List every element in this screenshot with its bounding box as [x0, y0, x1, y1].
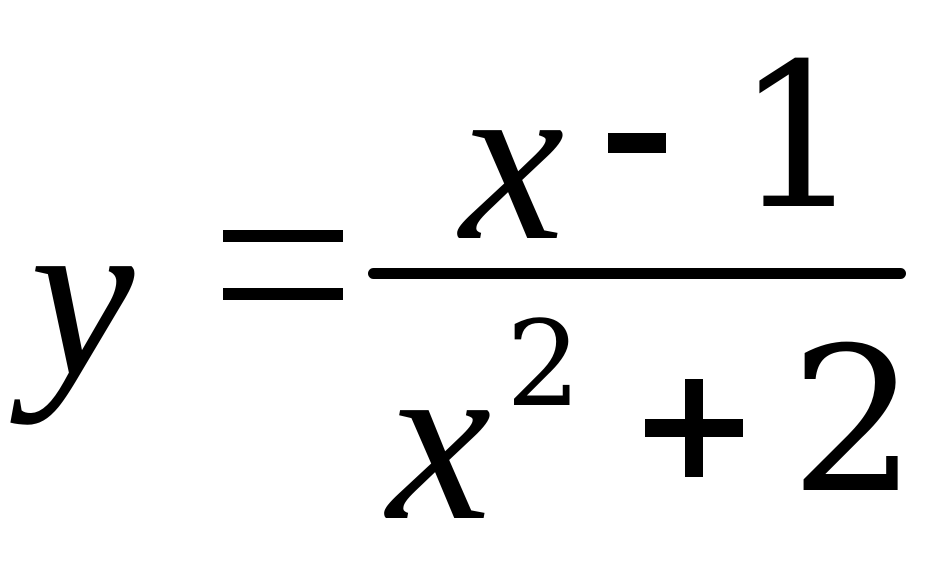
- equals-sign: [223, 230, 343, 300]
- denominator-variable-x: x: [387, 309, 492, 569]
- fraction-bar: [368, 268, 906, 279]
- numerator-variable-x: x: [460, 29, 565, 289]
- numerator-constant: 1: [735, 21, 863, 254]
- equals-bottom-bar: [223, 288, 343, 300]
- denominator-exponent: 2: [506, 295, 582, 433]
- plus-vertical-stroke: [685, 379, 703, 477]
- numerator-minus-sign: [608, 133, 666, 153]
- equals-top-bar: [223, 230, 343, 242]
- denominator-plus-sign: [645, 379, 743, 477]
- denominator-constant: 2: [790, 305, 918, 538]
- lhs-variable-y: y: [30, 165, 135, 425]
- math-formula: y x 1 x 2 2: [30, 21, 918, 557]
